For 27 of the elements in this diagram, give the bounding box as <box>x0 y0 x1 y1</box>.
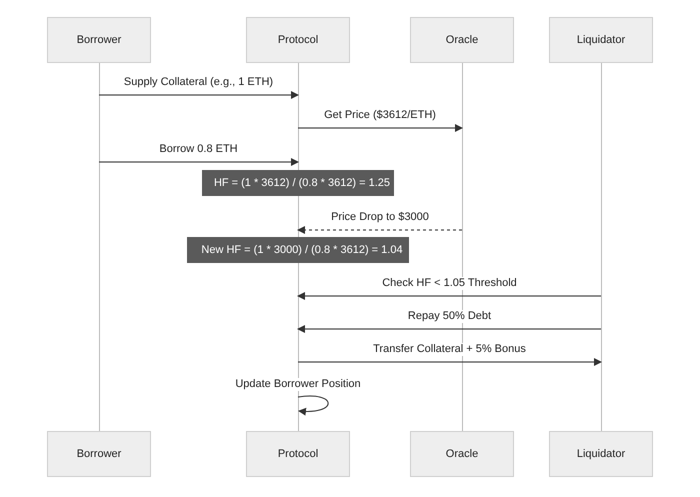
lifeline <box>98 63 100 431</box>
edge-label: Repay 50% Debt <box>406 310 494 323</box>
participant-box: Borrower <box>47 17 151 63</box>
message-arrow <box>297 292 602 300</box>
self-message-arrow <box>298 396 329 416</box>
message-arrow <box>297 226 462 234</box>
message-arrow <box>98 158 299 166</box>
edge-label: Transfer Collateral + 5% Bonus <box>371 343 528 356</box>
lifeline <box>600 63 602 431</box>
edge-label: Supply Collateral (e.g., 1 ETH) <box>122 76 276 89</box>
message-arrow <box>298 124 463 132</box>
participant-box: Borrower <box>47 431 151 477</box>
edge-label: Get Price ($3612/ETH) <box>322 109 438 122</box>
note-box: HF = (1 * 3612) / (0.8 * 3612) = 1.25 <box>202 170 394 196</box>
message-arrow <box>297 325 602 333</box>
message-arrow <box>298 358 602 366</box>
edge-label: Update Borrower Position <box>233 378 363 391</box>
participant-box: Protocol <box>246 17 350 63</box>
note-box: New HF = (1 * 3000) / (0.8 * 3612) = 1.04 <box>187 237 409 263</box>
participant-box: Oracle <box>410 431 514 477</box>
participant-box: Liquidator <box>549 431 653 477</box>
participant-box: Protocol <box>246 431 350 477</box>
edge-label: Check HF < 1.05 Threshold <box>380 277 519 290</box>
participant-box: Liquidator <box>549 17 653 63</box>
participant-box: Oracle <box>410 17 514 63</box>
edge-label: Price Drop to $3000 <box>329 211 431 224</box>
message-arrow <box>98 91 299 99</box>
